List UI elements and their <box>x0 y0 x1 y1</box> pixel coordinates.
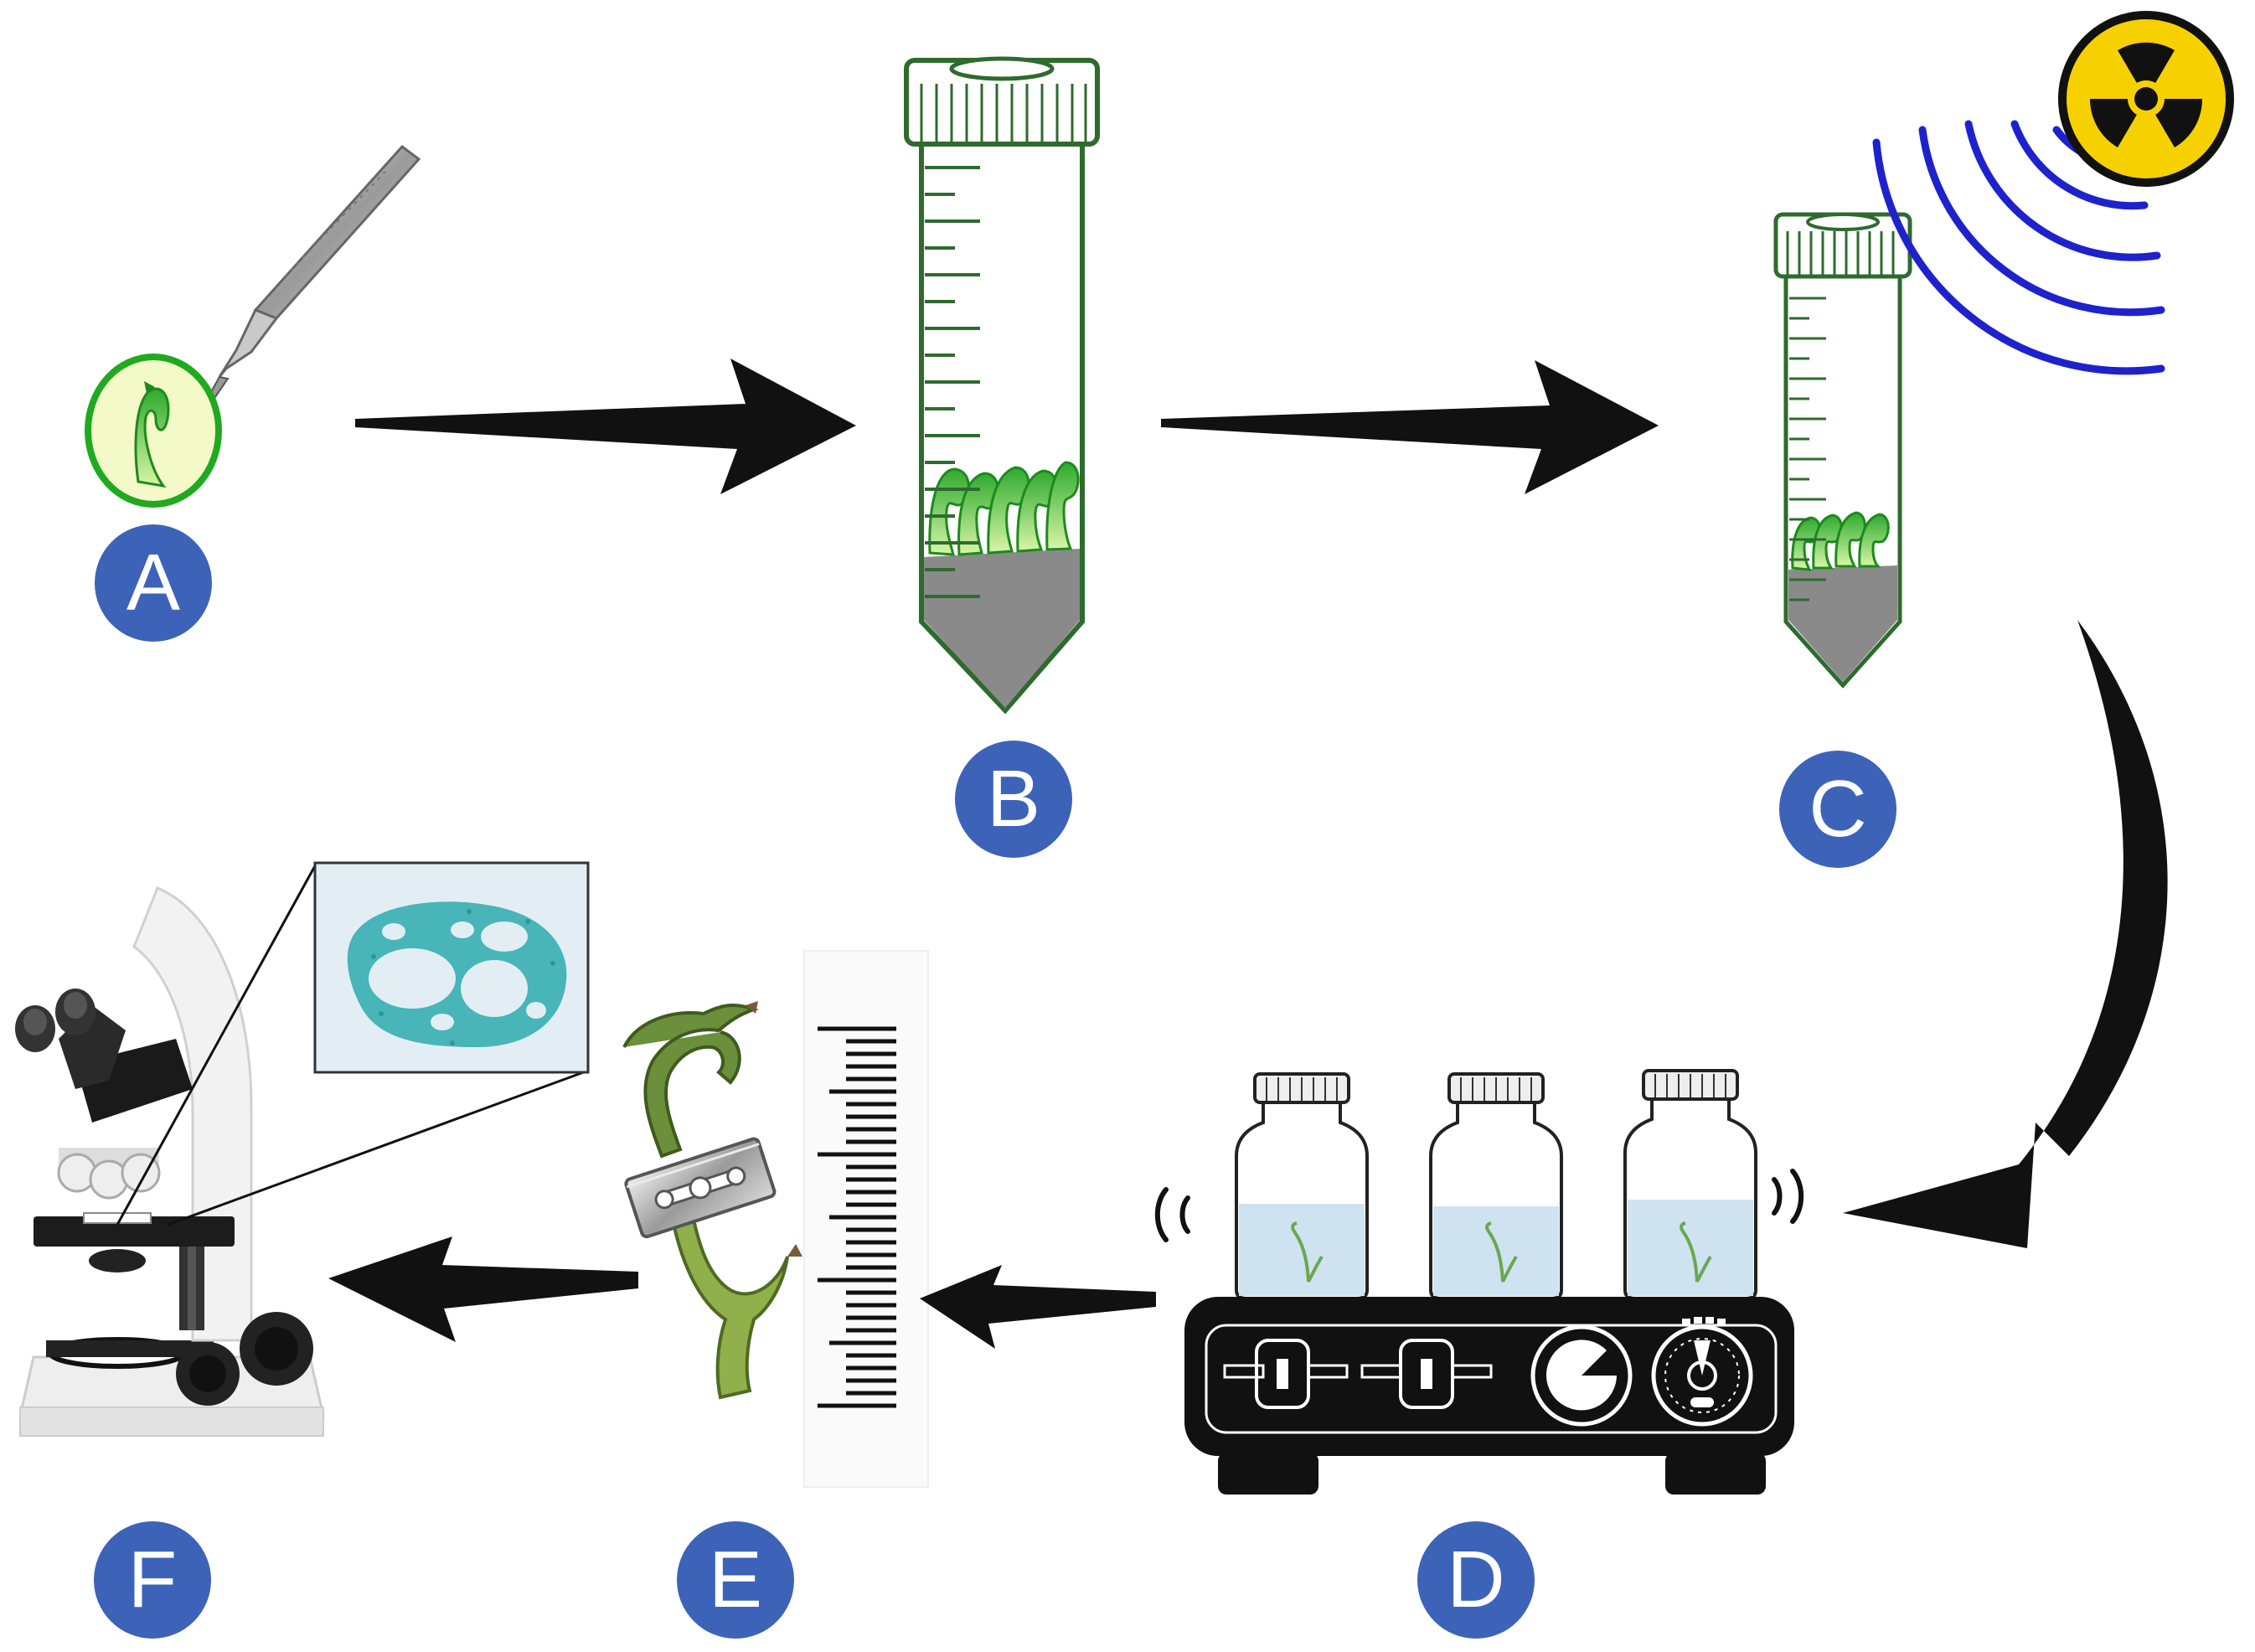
step-f-illustration <box>15 861 590 1437</box>
step-d-illustration <box>1154 1069 1804 1495</box>
step-e-illustration <box>622 950 929 1488</box>
step-label-e: E <box>677 1521 794 1639</box>
cross-section-image <box>313 861 590 1074</box>
step-b-illustration <box>904 56 1100 715</box>
shaker-switch-1[interactable] <box>1223 1339 1349 1409</box>
plant-stem-icon <box>622 1001 802 1400</box>
step-a-illustration <box>85 144 421 508</box>
arrow-c-to-d <box>1843 620 2168 1248</box>
razor-blade-icon <box>624 1137 777 1239</box>
step-c-illustration <box>1773 11 2234 689</box>
ruler-icon <box>818 1026 896 1408</box>
step-label-d: D <box>1417 1521 1535 1639</box>
arrow-e-to-f <box>328 1236 638 1342</box>
culture-bottle-1 <box>1235 1072 1369 1300</box>
shaker-power-button[interactable] <box>1530 1324 1633 1427</box>
shaker-speed-dial[interactable] <box>1651 1317 1753 1427</box>
explant-icon <box>85 354 222 508</box>
falcon-tube-small-icon <box>1773 212 1912 689</box>
shaker-switch-2[interactable] <box>1360 1339 1493 1409</box>
microscope-icon <box>15 886 325 1437</box>
orbital-shaker-icon <box>1184 1297 1794 1495</box>
zoom-lines <box>116 862 589 1226</box>
step-label-f: F <box>94 1521 211 1639</box>
radiation-icon <box>2058 11 2234 187</box>
culture-bottle-2 <box>1429 1072 1563 1300</box>
step-label-c: C <box>1779 751 1896 868</box>
objective-turret <box>57 1148 161 1200</box>
shake-motion-left <box>1154 1187 1190 1242</box>
arrow-d-to-e <box>920 1265 1156 1349</box>
culture-bottle-3 <box>1623 1069 1757 1300</box>
step-label-a: A <box>95 524 212 642</box>
scalpel-icon <box>204 144 421 407</box>
arrow-b-to-c <box>1161 360 1659 494</box>
falcon-tube-icon <box>904 56 1100 715</box>
step-label-b: B <box>955 741 1072 858</box>
radiation-waves <box>1872 120 2165 375</box>
shake-motion-right <box>1772 1169 1804 1224</box>
arrow-a-to-b <box>355 359 856 494</box>
